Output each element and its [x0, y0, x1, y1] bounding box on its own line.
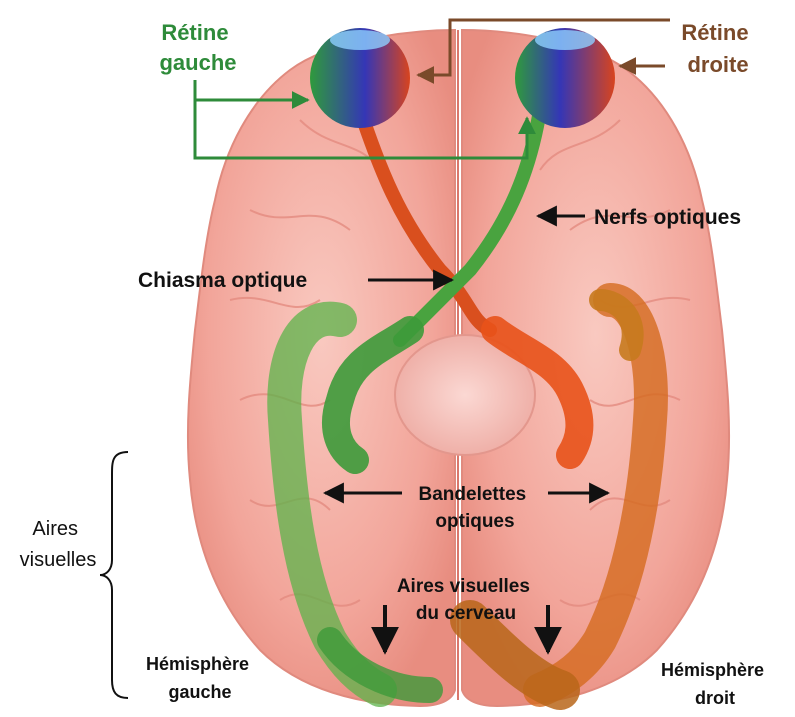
hemisphere-right-label-line2: droit [695, 688, 735, 708]
retina-right-label-line2: droite [687, 52, 748, 77]
optic-tracts-label-line1: Bandelettes [419, 484, 527, 505]
hemisphere-left-label-line2: gauche [168, 682, 231, 702]
right-eye [515, 28, 615, 128]
optic-tracts-label-line2: optiques [435, 511, 514, 532]
hemisphere-right-label-line1: Hémisphère [661, 660, 764, 680]
brain-visual-areas-label-line2: du cerveau [416, 603, 516, 624]
retina-left-label-line1: Rétine [161, 20, 228, 45]
svg-text:Rétine gauche: Rétine gauche [159, 20, 236, 75]
retina-right-label-line1: Rétine [681, 20, 748, 45]
optic-chiasm-label: Chiasma optique [138, 269, 307, 292]
brain-visual-areas-label-line1: Aires visuelles [397, 576, 530, 597]
svg-text:Aires visuelles: Aires visuelles [20, 518, 97, 571]
retina-left-label-line2: gauche [159, 50, 236, 75]
visual-areas-bracket [100, 452, 128, 698]
svg-text:Hémisphère droit: Hémisphère droit [661, 660, 769, 708]
left-eye [310, 28, 410, 128]
visual-areas-side-label-line1: Aires [32, 518, 78, 540]
hemisphere-left-label-line1: Hémisphère [146, 654, 249, 674]
optic-nerves-label: Nerfs optiques [594, 206, 741, 229]
svg-text:Rétine droite: Rétine droite [681, 20, 754, 77]
svg-text:Hémisphère gauche: Hémisphère gauche [146, 654, 254, 702]
visual-areas-side-label-line2: visuelles [20, 549, 97, 571]
